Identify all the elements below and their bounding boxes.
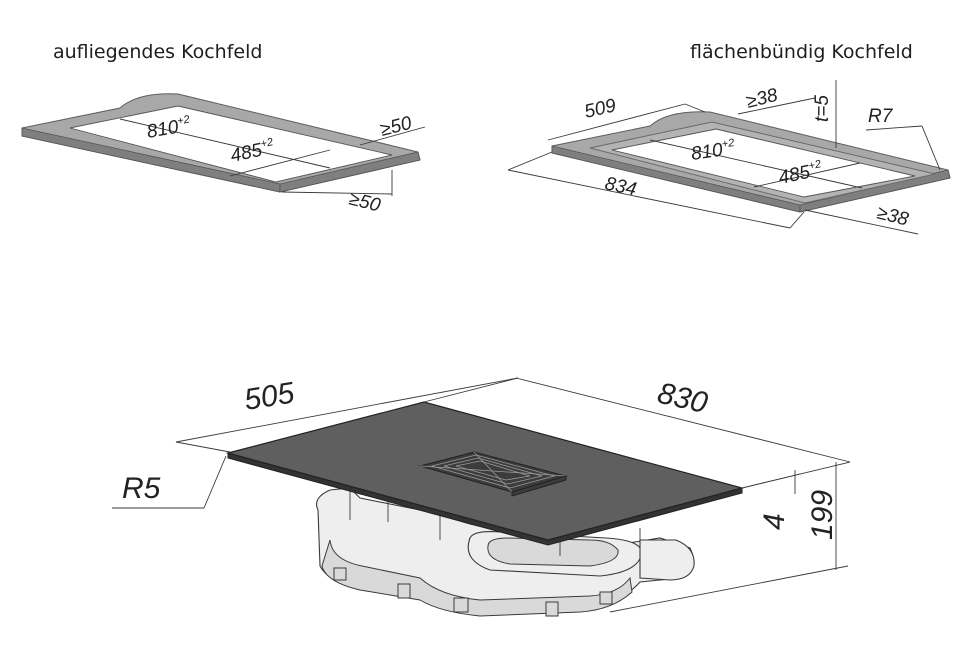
right-thickness: t=5 xyxy=(812,95,833,122)
appliance-depth: 505 xyxy=(242,376,297,416)
appliance-length: 830 xyxy=(654,377,711,420)
left-side-dim-line xyxy=(359,126,426,146)
left-min-front: ≥50 xyxy=(347,188,383,216)
right-recess-depth: 509 xyxy=(582,95,618,123)
left-cutout-opening xyxy=(69,105,393,183)
right-back-dim-line xyxy=(737,97,816,115)
right-radius-leader xyxy=(865,125,923,131)
right-cutout-length: 810+2 xyxy=(690,137,737,165)
right-min-back: ≥38 xyxy=(744,85,780,113)
left-cutout-depth: 485+2 xyxy=(228,136,276,167)
corner-radius: R5 xyxy=(122,472,161,505)
appliance-length-line xyxy=(515,377,851,463)
right-front-dim-line xyxy=(804,209,919,235)
left-front-dim-line xyxy=(281,191,393,195)
left-min-side: ≥50 xyxy=(378,113,414,141)
right-cutout-drawing xyxy=(507,80,951,235)
right-recess-length: 834 xyxy=(603,173,638,200)
left-cutout-drawing xyxy=(21,93,426,196)
right-recess-length-line xyxy=(507,169,791,229)
caption-left: aufliegendes Kochfeld xyxy=(53,41,262,63)
right-cutout-opening xyxy=(611,128,916,198)
right-recess-depth-line xyxy=(547,103,686,141)
glass-thickness: 4 xyxy=(758,513,791,530)
appliance-depth-line xyxy=(175,377,519,443)
appliance-drawing xyxy=(112,377,851,617)
appliance-height: 199 xyxy=(806,490,839,540)
caption-right: flächenbündig Kochfeld xyxy=(690,41,913,63)
right-radius: R7 xyxy=(868,106,894,127)
